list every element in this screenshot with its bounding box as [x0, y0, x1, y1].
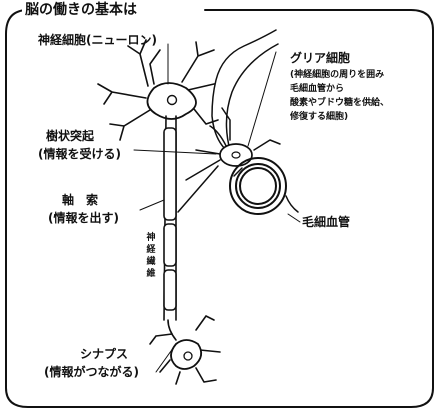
leader-synapse	[155, 343, 177, 373]
outer-frame	[5, 9, 434, 408]
leader-glia	[247, 51, 277, 147]
label-axon-desc: (情報を出す)	[48, 211, 119, 225]
neuron-cell-body	[97, 39, 219, 141]
label-glia-desc-4: 修復する細胞)	[290, 112, 349, 122]
leader-axon	[139, 199, 165, 211]
label-dendrite: 樹状突起	[46, 129, 95, 143]
label-glia-title: グリア細胞	[290, 51, 351, 65]
label-synapse: シナプス	[80, 347, 129, 361]
label-capillary: 毛細血管	[302, 215, 351, 229]
label-synapse-desc: (情報がつながる)	[44, 365, 139, 379]
label-glia-desc-3: 酸素やブドウ糖を供給、	[290, 98, 390, 108]
leader-capillary	[287, 213, 301, 223]
axon-drawing	[163, 115, 177, 321]
capillary-drawing	[229, 157, 299, 215]
label-axon: 軸 索	[62, 193, 99, 207]
glial-cell	[177, 29, 281, 213]
leader-dendrite	[133, 149, 217, 155]
label-nerve-fiber: 神経繊維	[146, 233, 156, 279]
label-glia-desc-2: 毛細血管から	[290, 84, 345, 94]
synapse-neuron	[149, 315, 221, 385]
label-glia-desc-1: (神経細胞の周りを囲み	[290, 70, 385, 80]
label-neuron: 神経細胞(ニューロン)	[38, 33, 157, 47]
label-dendrite-desc: (情報を受ける)	[38, 147, 121, 161]
diagram-title: 脳の働きの基本は	[22, 2, 140, 19]
